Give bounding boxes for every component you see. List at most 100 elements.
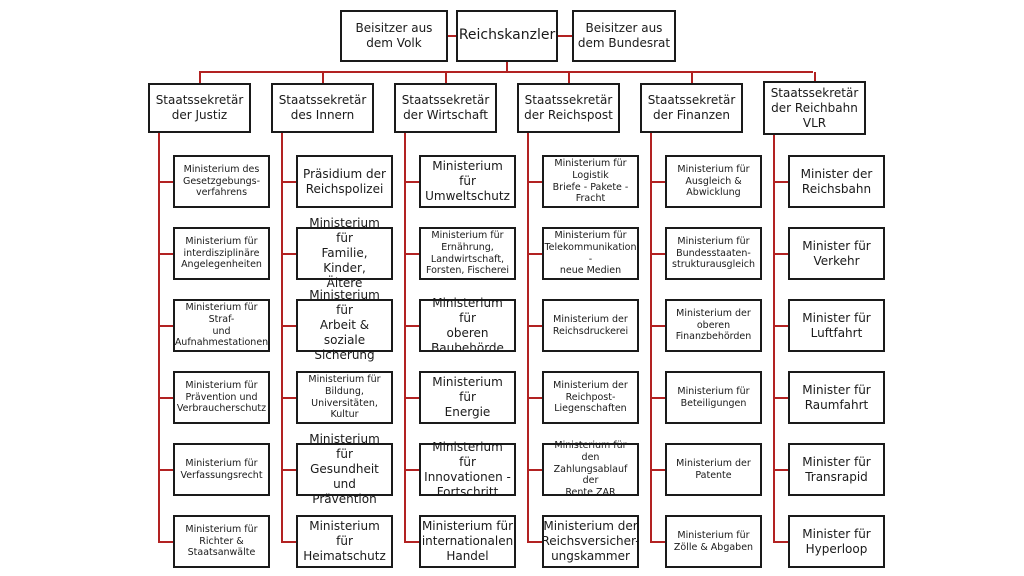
ministry-label: Ministerium für oberen Baubehörde bbox=[431, 295, 504, 355]
staatssekretaer-label: Staatssekretär der Wirtschaft bbox=[401, 93, 490, 122]
connector-branch bbox=[650, 397, 665, 399]
ministry-box: Ministerium für Richter & Staatsanwälte bbox=[173, 515, 270, 568]
ministry-label: Ministerium für Gesundheit und Präventio… bbox=[309, 432, 380, 506]
connector-branch bbox=[281, 469, 296, 471]
connector-branch bbox=[281, 253, 296, 255]
beisitzer-volk-label: Beisitzer aus dem Volk bbox=[355, 21, 433, 50]
ministry-label: Ministerium für Ausgleich & Abwicklung bbox=[677, 163, 750, 199]
beisitzer-bundesrat-label: Beisitzer aus dem Bundesrat bbox=[577, 21, 671, 50]
ministry-box: Ministerium für Straf- und Aufnahmestati… bbox=[173, 299, 270, 352]
connector-branch bbox=[281, 541, 296, 543]
connector-bus bbox=[199, 71, 813, 73]
reichskanzler-label: Reichskanzler bbox=[458, 27, 556, 44]
connector-branch bbox=[158, 397, 173, 399]
connector-branch bbox=[650, 469, 665, 471]
ministry-box: Ministerium der oberen Finanzbehörden bbox=[665, 299, 762, 352]
connector-volk-kanzler bbox=[448, 35, 456, 37]
ministry-label: Minister für Verkehr bbox=[802, 238, 871, 268]
connector-kanzler-bundesrat bbox=[558, 35, 572, 37]
ministry-label: Ministerium für Umweltschutz bbox=[425, 159, 510, 203]
ministry-box: Ministerium für Ernährung, Landwirtschaf… bbox=[419, 227, 516, 280]
ministry-label: Ministerium für Energie bbox=[432, 375, 503, 419]
beisitzer-volk-box: Beisitzer aus dem Volk bbox=[340, 10, 448, 62]
ministry-box: Ministerium für Heimatschutz bbox=[296, 515, 393, 568]
ministry-box: Ministerium für Bundesstaaten- struktura… bbox=[665, 227, 762, 280]
ministry-box: Ministerium für Logistik Briefe - Pakete… bbox=[542, 155, 639, 208]
connector-branch bbox=[773, 253, 788, 255]
ministry-box: Ministerium der Reichsversicher- ungskam… bbox=[541, 515, 640, 568]
staatssekretaer-box: Staatssekretär der Finanzen bbox=[640, 83, 743, 133]
ministry-label: Ministerium für Arbeit & soziale Sicheru… bbox=[309, 288, 380, 362]
ministry-box: Ministerium für Prävention und Verbrauch… bbox=[173, 371, 270, 424]
connector-branch bbox=[158, 181, 173, 183]
connector-column-drop bbox=[568, 72, 570, 83]
connector-kanzler-down bbox=[506, 62, 508, 73]
connector-branch bbox=[773, 469, 788, 471]
ministry-label: Ministerium für Ernährung, Landwirtschaf… bbox=[425, 229, 510, 277]
connector-branch bbox=[158, 253, 173, 255]
beisitzer-bundesrat-box: Beisitzer aus dem Bundesrat bbox=[572, 10, 676, 62]
ministry-box: Minister für Hyperloop bbox=[788, 515, 885, 568]
connector-column-spine bbox=[650, 133, 652, 543]
connector-branch bbox=[281, 397, 296, 399]
connector-column-spine bbox=[158, 133, 160, 543]
ministry-box: Ministerium für Energie bbox=[419, 371, 516, 424]
connector-branch bbox=[650, 253, 665, 255]
connector-branch bbox=[404, 253, 419, 255]
ministry-box: Ministerium für Arbeit & soziale Sicheru… bbox=[296, 288, 393, 362]
staatssekretaer-box: Staatssekretär der Justiz bbox=[148, 83, 251, 133]
ministry-label: Minister für Luftfahrt bbox=[802, 310, 871, 340]
ministry-label: Ministerium für Beteiligungen bbox=[677, 385, 750, 409]
ministry-box: Minister für Verkehr bbox=[788, 227, 885, 280]
ministry-label: Präsidium der Reichspolizei bbox=[303, 166, 386, 196]
ministry-box: Ministerium für oberen Baubehörde bbox=[419, 296, 516, 355]
connector-branch bbox=[773, 397, 788, 399]
staatssekretaer-box: Staatssekretär der Reichbahn VLR bbox=[763, 81, 866, 135]
ministry-box: Ministerium für Bildung, Universitäten, … bbox=[296, 371, 393, 424]
connector-branch bbox=[281, 325, 296, 327]
ministry-label: Minister für Transrapid bbox=[802, 454, 871, 484]
staatssekretaer-box: Staatssekretär der Reichspost bbox=[517, 83, 620, 133]
ministry-box: Ministerium des Gesetzgebungs- verfahren… bbox=[173, 155, 270, 208]
ministry-box: Ministerium der Patente bbox=[665, 443, 762, 496]
ministry-box: Ministerium der Reichpost- Liegenschafte… bbox=[542, 371, 639, 424]
connector-column-drop bbox=[691, 72, 693, 83]
staatssekretaer-box: Staatssekretär des Innern bbox=[271, 83, 374, 133]
ministry-box: Ministerium für Beteiligungen bbox=[665, 371, 762, 424]
staatssekretaer-box: Staatssekretär der Wirtschaft bbox=[394, 83, 497, 133]
ministry-label: Ministerium für Innovationen - Fortschri… bbox=[424, 439, 511, 499]
ministry-label: Ministerium für Bundesstaaten- struktura… bbox=[672, 235, 755, 271]
connector-branch bbox=[281, 181, 296, 183]
connector-column-drop bbox=[814, 72, 816, 81]
connector-branch bbox=[527, 469, 542, 471]
connector-branch bbox=[404, 397, 419, 399]
ministry-box: Ministerium für Umweltschutz bbox=[419, 155, 516, 208]
ministry-label: Ministerium für Zölle & Abgaben bbox=[673, 529, 754, 553]
ministry-label: Ministerium für interdisziplinäre Angele… bbox=[181, 235, 262, 271]
connector-branch bbox=[404, 325, 419, 327]
ministry-label: Ministerium für internationalen Handel bbox=[421, 519, 514, 563]
ministry-label: Ministerium für den Zahlungsablauf der R… bbox=[553, 439, 628, 499]
ministry-box: Minister für Raumfahrt bbox=[788, 371, 885, 424]
ministry-box: Ministerium für Zölle & Abgaben bbox=[665, 515, 762, 568]
ministry-box: Präsidium der Reichspolizei bbox=[296, 155, 393, 208]
connector-branch bbox=[650, 325, 665, 327]
ministry-label: Ministerium der Reichsversicher- ungskam… bbox=[541, 519, 640, 563]
connector-branch bbox=[773, 181, 788, 183]
connector-branch bbox=[158, 469, 173, 471]
ministry-label: Minister für Hyperloop bbox=[802, 526, 871, 556]
connector-branch bbox=[158, 325, 173, 327]
ministry-box: Ministerium für Innovationen - Fortschri… bbox=[419, 440, 516, 499]
ministry-box: Ministerium für Telekommunikation - neue… bbox=[542, 227, 639, 280]
ministry-box: Minister für Transrapid bbox=[788, 443, 885, 496]
ministry-label: Ministerium der oberen Finanzbehörden bbox=[675, 307, 752, 343]
ministry-label: Minister der Reichsbahn bbox=[800, 166, 873, 196]
connector-branch bbox=[773, 541, 788, 543]
connector-branch bbox=[527, 181, 542, 183]
ministry-box: Ministerium der Reichsdruckerei bbox=[542, 299, 639, 352]
connector-column-drop bbox=[199, 72, 201, 83]
ministry-label: Ministerium für Straf- und Aufnahmestati… bbox=[174, 301, 269, 349]
connector-branch bbox=[650, 541, 665, 543]
ministry-label: Ministerium für Logistik Briefe - Pakete… bbox=[552, 157, 629, 205]
staatssekretaer-label: Staatssekretär der Justiz bbox=[155, 93, 244, 122]
